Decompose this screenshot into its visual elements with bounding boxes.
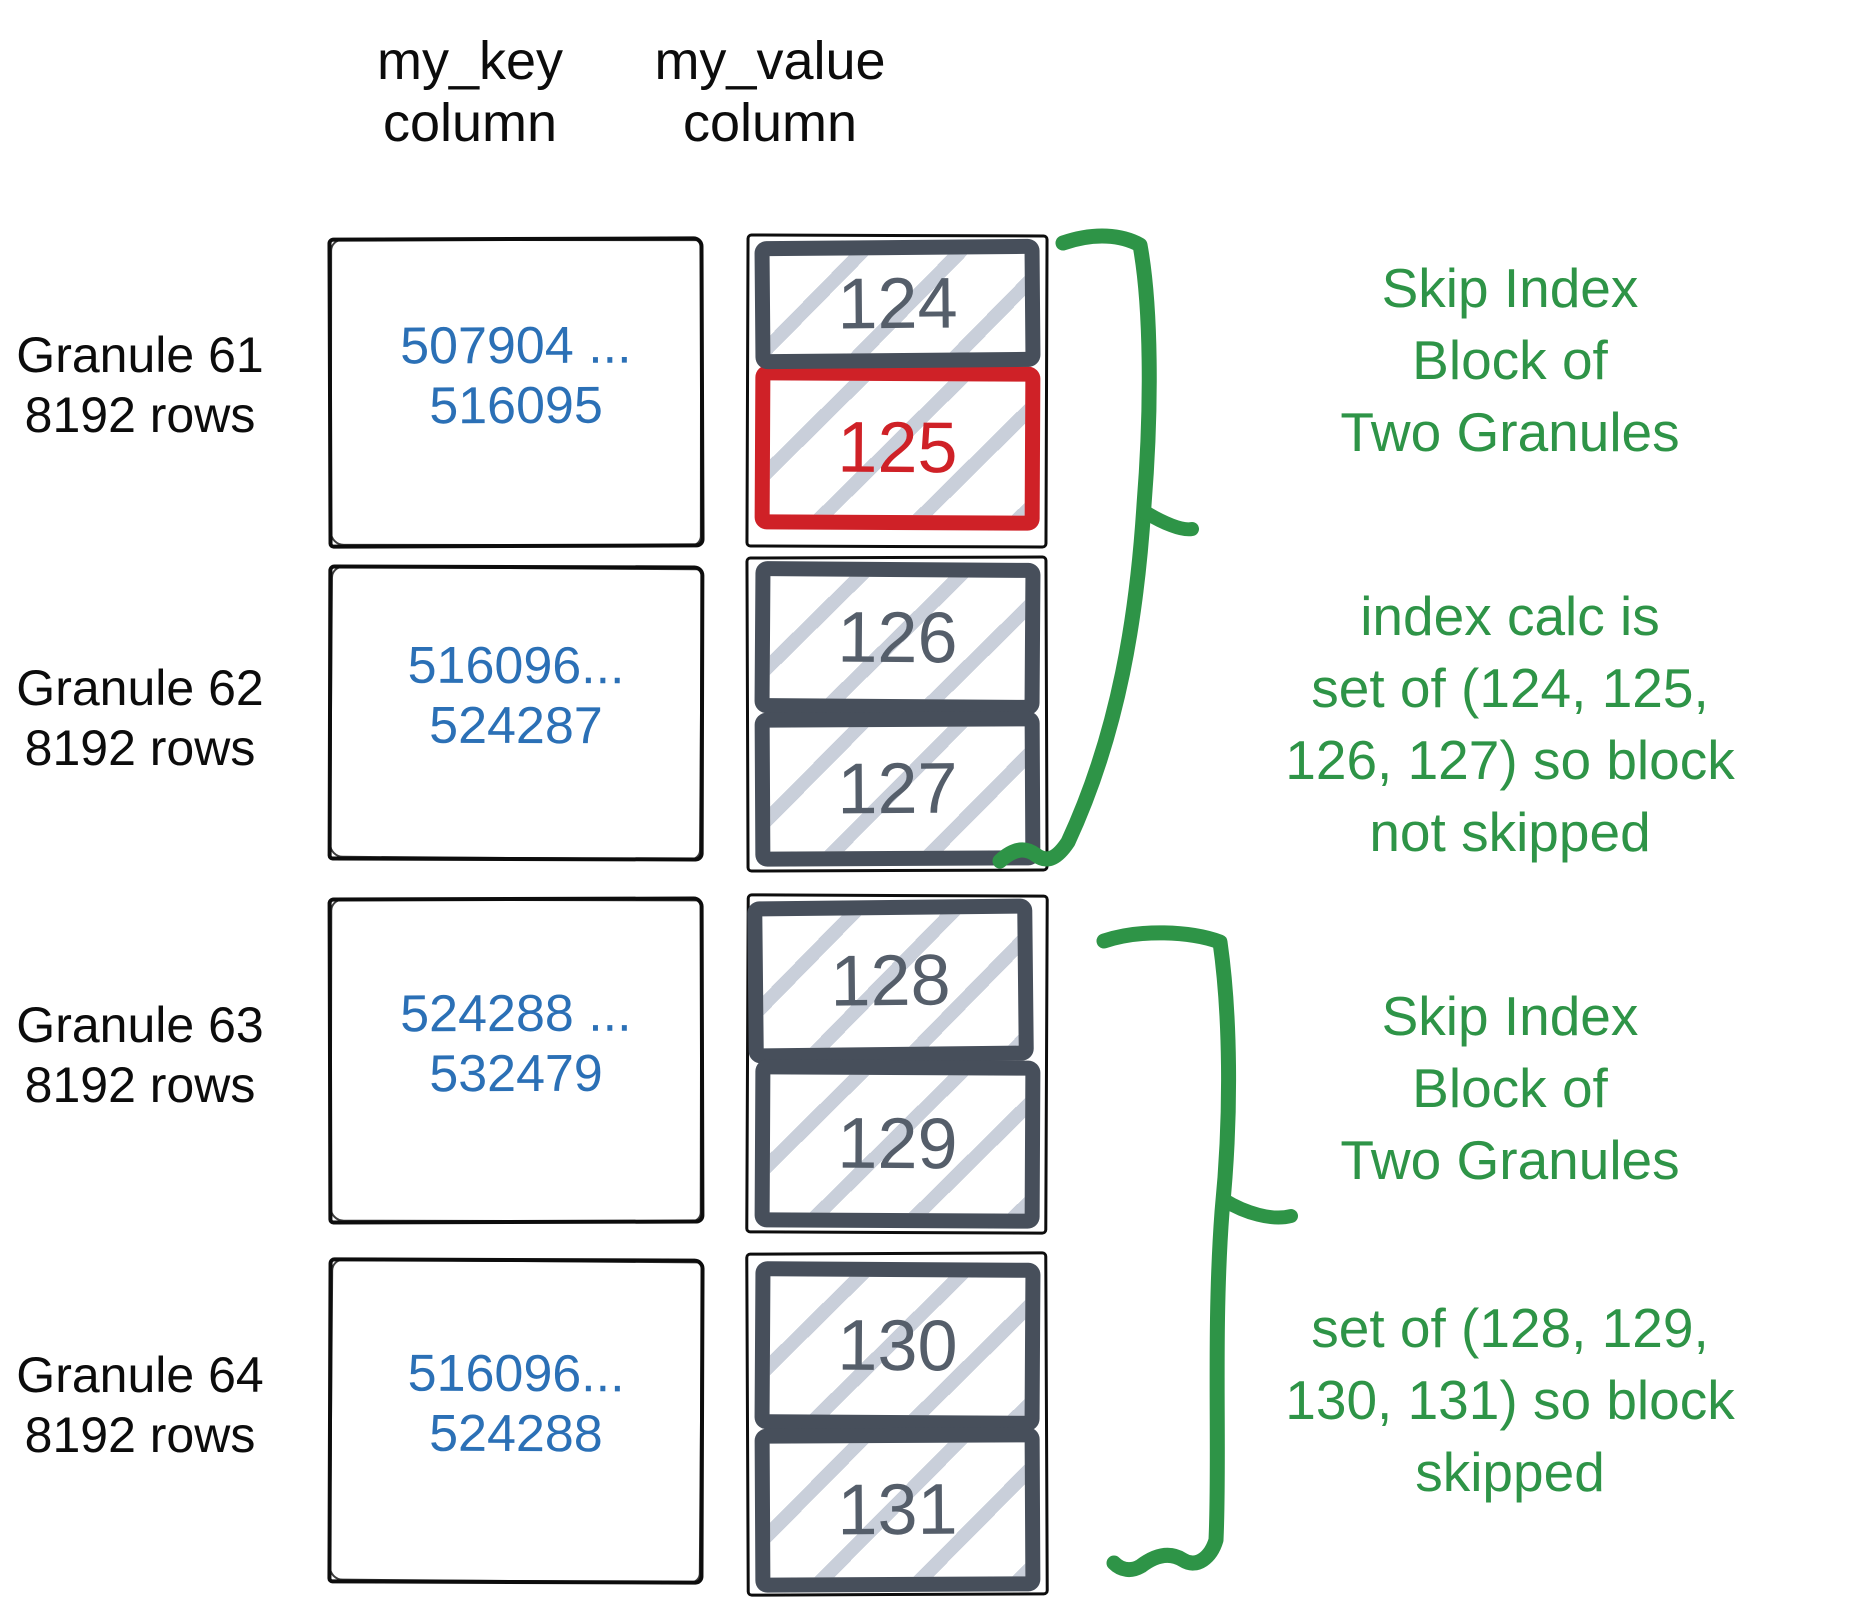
granule-61-key-range: 507904 ... 516095 <box>400 315 632 436</box>
annotation-2-line3: 126, 127) so block <box>1285 729 1735 791</box>
annotation-skip-block-2: Skip Index Block of Two Granules <box>1165 980 1855 1196</box>
annotation-2-line1: index calc is <box>1360 585 1660 647</box>
granule-62-rows: 8192 rows <box>24 720 256 776</box>
bracket-2-tick <box>1217 1193 1298 1225</box>
granule-64-key-box: 516096... 524288 <box>327 1257 705 1585</box>
granule-62-key-box: 516096... 524287 <box>327 564 705 862</box>
granule-63-name: Granule 63 <box>16 997 264 1053</box>
granule-62-key-min: 516096... <box>407 636 625 696</box>
value-column-header: my_value column <box>580 30 960 154</box>
annotation-block-skipped: set of (128, 129, 130, 131) so block ski… <box>1165 1292 1855 1508</box>
value-block-130-label: 130 <box>837 1305 958 1387</box>
granule-61-label: Granule 61 8192 rows <box>15 325 265 445</box>
granule-61-key-box: 507904 ... 516095 <box>327 236 705 549</box>
granule-62-key-max: 524287 <box>429 696 603 756</box>
granule-62-name: Granule 62 <box>16 660 264 716</box>
granule-64-key-min: 516096... <box>407 1344 625 1404</box>
value-block-129: 129 <box>754 1059 1041 1229</box>
value-column-header-line1: my_value <box>654 31 886 91</box>
annotation-1-line2: Block of <box>1412 329 1608 391</box>
value-column-header-line2: column <box>682 93 858 153</box>
value-block-131-label: 131 <box>837 1469 958 1551</box>
value-block-124: 124 <box>754 238 1041 370</box>
key-column-header-line2: column <box>382 93 558 153</box>
granule-61-key-min: 507904 ... <box>400 316 632 375</box>
value-block-131: 131 <box>754 1427 1041 1593</box>
annotation-2-line2: set of (124, 125, <box>1311 657 1709 719</box>
granule-61-name: Granule 61 <box>16 327 264 383</box>
value-block-126: 126 <box>754 561 1041 715</box>
granule-63-key-range: 524288 ... 532479 <box>400 983 632 1104</box>
key-column-header-line1: my_key <box>376 31 564 91</box>
annotation-3-line2: Block of <box>1412 1057 1608 1119</box>
annotation-3-line3: Two Granules <box>1340 1129 1680 1191</box>
annotation-1-line3: Two Granules <box>1340 401 1680 463</box>
key-column-header: my_key column <box>280 30 660 154</box>
granule-62-label: Granule 62 8192 rows <box>15 658 265 778</box>
annotation-4-line2: 130, 131) so block <box>1285 1369 1735 1431</box>
granule-61-key-max: 516095 <box>429 376 603 435</box>
granule-63-rows: 8192 rows <box>24 1057 256 1113</box>
granule-64-name: Granule 64 <box>16 1347 264 1403</box>
bracket-1-tick <box>1138 505 1199 537</box>
value-block-127: 127 <box>754 711 1041 867</box>
value-block-124-label: 124 <box>837 263 958 345</box>
granule-64-label: Granule 64 8192 rows <box>15 1345 265 1465</box>
value-block-127-label: 127 <box>837 748 958 830</box>
annotation-4-line3: skipped <box>1415 1441 1605 1503</box>
value-block-130: 130 <box>754 1261 1041 1431</box>
annotation-skip-block-1: Skip Index Block of Two Granules <box>1165 252 1855 468</box>
value-block-125-highlighted: 125 <box>754 365 1041 531</box>
annotation-1-line1: Skip Index <box>1381 257 1639 319</box>
annotation-index-calc-not-skipped: index calc is set of (124, 125, 126, 127… <box>1165 580 1855 868</box>
granule-63-key-max: 532479 <box>429 1044 603 1103</box>
granule-63-key-min: 524288 ... <box>400 984 632 1043</box>
granule-63-key-box: 524288 ... 532479 <box>327 896 705 1225</box>
annotation-4-line1: set of (128, 129, <box>1311 1297 1709 1359</box>
granule-61-rows: 8192 rows <box>24 387 256 443</box>
value-block-126-label: 126 <box>837 597 958 679</box>
granule-64-key-max: 524288 <box>429 1404 603 1464</box>
annotation-2-line4: not skipped <box>1369 801 1651 863</box>
granule-62-key-range: 516096... 524287 <box>407 636 625 757</box>
granule-63-label: Granule 63 8192 rows <box>15 995 265 1115</box>
value-block-128-label: 128 <box>830 940 951 1022</box>
value-block-128: 128 <box>747 898 1034 1064</box>
annotation-3-line1: Skip Index <box>1381 985 1639 1047</box>
granule-64-key-range: 516096... 524288 <box>407 1344 625 1465</box>
granule-64-rows: 8192 rows <box>24 1407 256 1463</box>
value-block-125-label: 125 <box>837 407 958 489</box>
value-block-129-label: 129 <box>837 1103 958 1185</box>
